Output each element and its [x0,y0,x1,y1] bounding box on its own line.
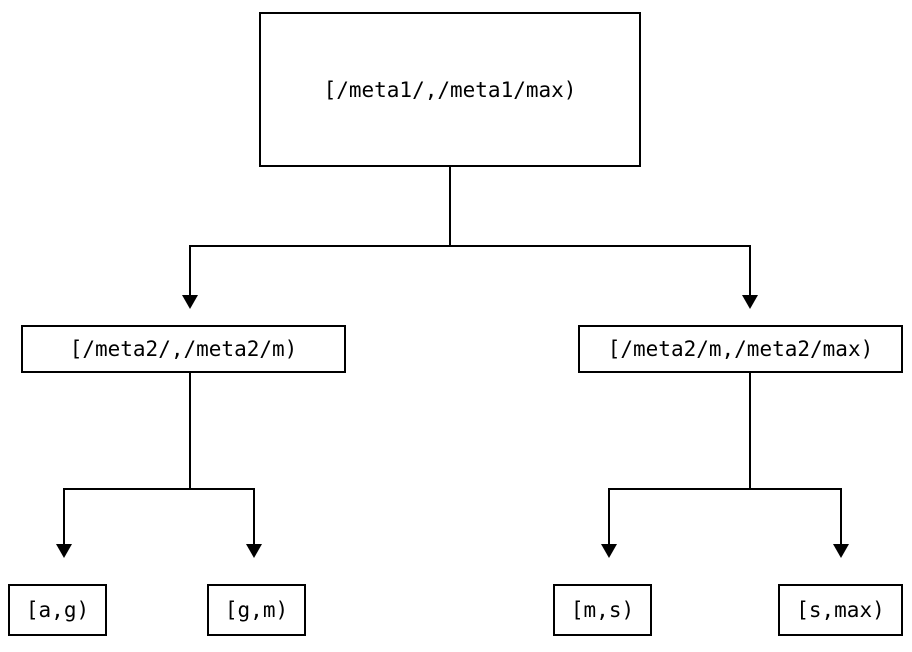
edge-root-to-mid-left-drop [189,245,191,295]
edge-root-crossbar [189,245,751,247]
arrow-mid-left-to-leaf-gm-icon [246,544,262,558]
arrow-mid-right-to-leaf-smax-icon [833,544,849,558]
edge-root-stem [449,167,451,245]
arrow-root-to-mid-left-icon [182,295,198,309]
edge-mid-right-to-leaf-smax-drop [840,488,842,544]
arrow-root-to-mid-right-icon [742,295,758,309]
edge-mid-right-crossbar [608,488,840,490]
node-root[interactable]: [/meta1/,/meta1/max) [259,12,641,167]
arrow-mid-left-to-leaf-ag-icon [56,544,72,558]
edge-mid-left-to-leaf-ag-drop [63,488,65,544]
edge-mid-right-to-leaf-ms-drop [608,488,610,544]
edge-mid-left-crossbar [63,488,253,490]
edge-root-to-mid-right-drop [749,245,751,295]
edge-mid-left-to-leaf-gm-drop [253,488,255,544]
node-mid-left[interactable]: [/meta2/,/meta2/m) [21,325,346,373]
edge-mid-left-stem [189,373,191,488]
node-mid-right[interactable]: [/meta2/m,/meta2/max) [578,325,903,373]
node-leaf-s-max[interactable]: [s,max) [778,584,903,636]
arrow-mid-right-to-leaf-ms-icon [601,544,617,558]
node-leaf-a-g[interactable]: [a,g) [8,584,107,636]
node-leaf-m-s[interactable]: [m,s) [553,584,652,636]
node-leaf-g-m[interactable]: [g,m) [207,584,306,636]
edge-mid-right-stem [749,373,751,488]
